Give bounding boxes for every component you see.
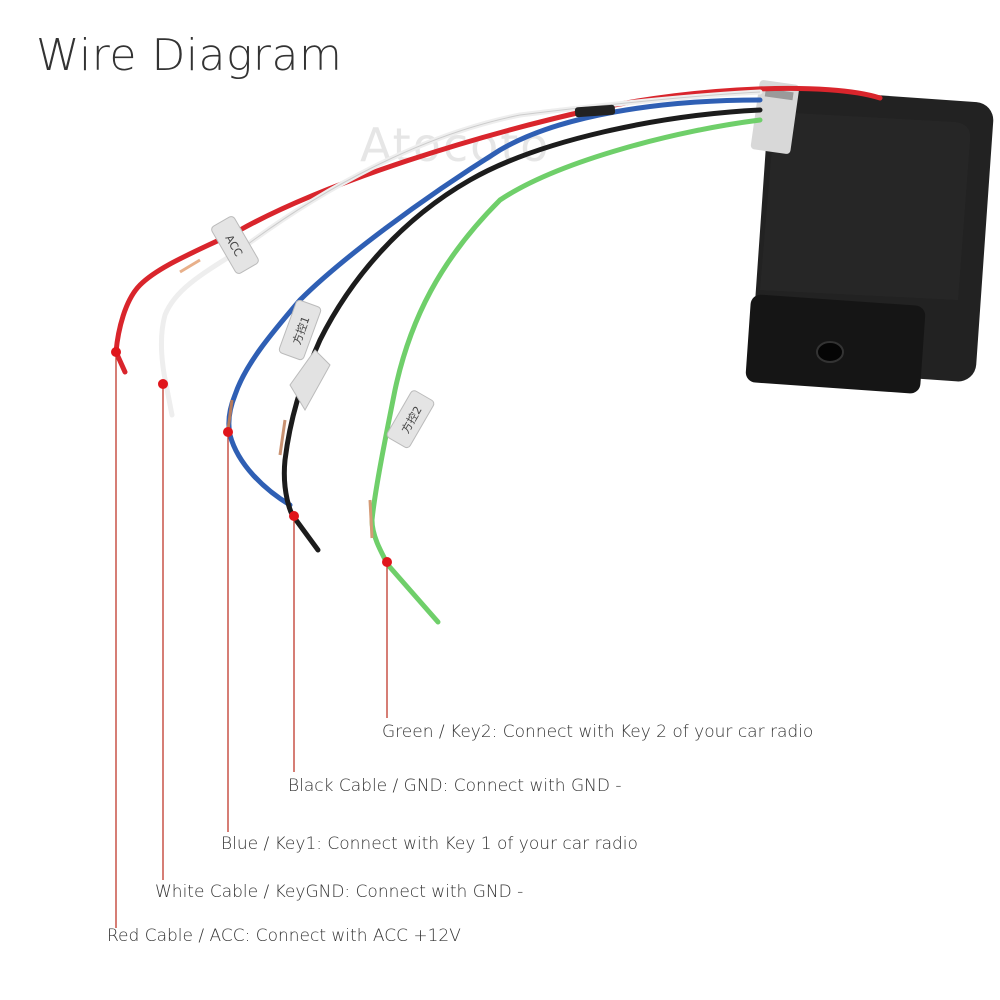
label-white: White Cable / KeyGND: Connect with GND - <box>155 882 524 902</box>
black-wire <box>278 107 763 553</box>
dot-red <box>111 347 121 357</box>
green-wire <box>368 117 763 625</box>
jack-port <box>816 341 844 363</box>
label-black: Black Cable / GND: Connect with GND - <box>288 776 622 796</box>
label-blue: Blue / Key1: Connect with Key 1 of your … <box>221 834 638 854</box>
heat-shrink <box>574 104 616 118</box>
dot-green <box>382 557 392 567</box>
key1-tag: 方控1 <box>278 299 322 361</box>
label-red: Red Cable / ACC: Connect with ACC +12V <box>107 926 461 946</box>
marker-dots <box>111 347 392 567</box>
black-tag <box>289 349 331 411</box>
dot-blue <box>223 427 233 437</box>
label-green: Green / Key2: Connect with Key 2 of your… <box>382 722 814 742</box>
dot-black <box>289 511 299 521</box>
adapter-module <box>745 80 994 394</box>
acc-tag: ACC <box>211 216 259 274</box>
leader-lines <box>115 352 388 928</box>
blue-wire <box>226 97 763 508</box>
dot-white <box>158 379 168 389</box>
page-title: Wire Diagram <box>36 30 343 81</box>
white-wire <box>158 89 763 418</box>
